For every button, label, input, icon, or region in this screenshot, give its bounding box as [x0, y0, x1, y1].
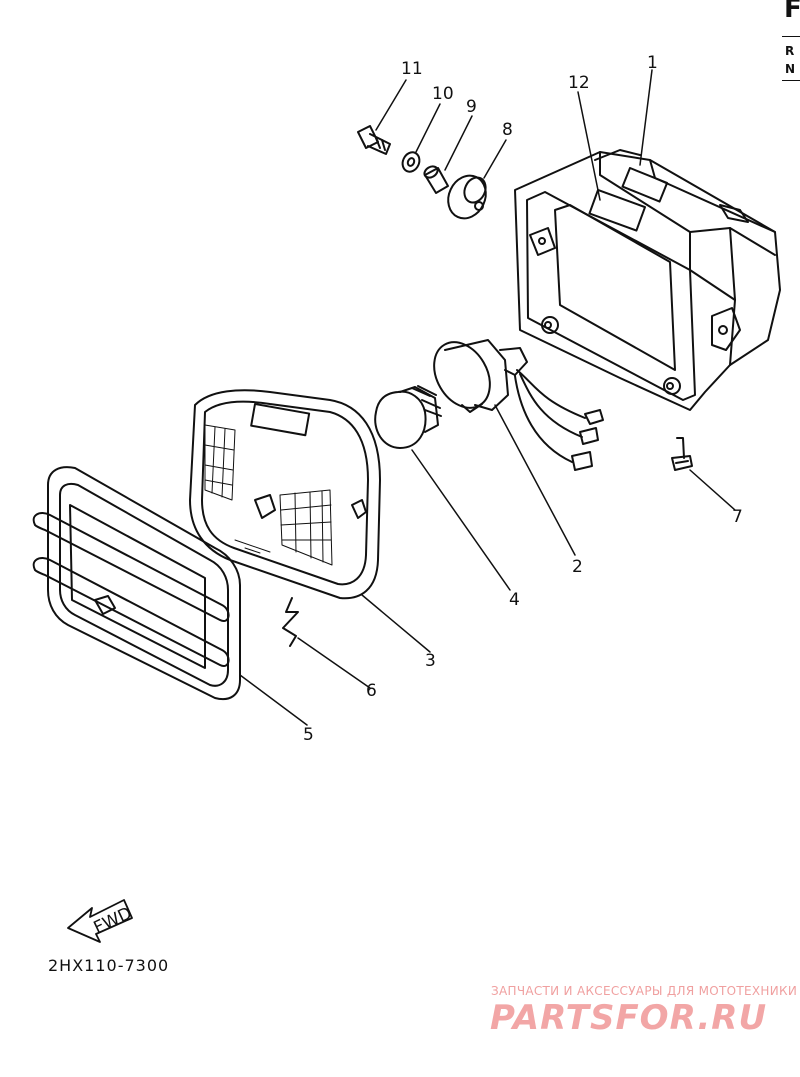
callout-labels: 1 2 3 4 5 6 7 8 9 10 11 12 FWD	[91, 53, 743, 938]
diagram-code: 2HX110-7300	[48, 956, 170, 975]
bolt	[357, 125, 391, 155]
callout-4: 4	[509, 590, 520, 610]
headlight-bulb	[374, 385, 442, 449]
callout-3: 3	[425, 651, 436, 671]
callout-2: 2	[572, 557, 583, 577]
watermark-site: PARTSFOR.RU	[490, 998, 768, 1038]
leader-lines	[239, 69, 736, 726]
callout-1: 1	[647, 53, 658, 73]
column-header-ref: R	[785, 44, 795, 58]
grommet	[447, 174, 487, 220]
callout-9: 9	[466, 97, 477, 117]
headlight-housing	[514, 149, 781, 411]
screw-7	[671, 437, 693, 471]
bulb-socket	[433, 339, 604, 471]
table-rule-2	[782, 80, 800, 81]
callout-12: 12	[568, 73, 590, 93]
headlight-lens	[189, 389, 381, 600]
callout-11: 11	[401, 59, 423, 79]
table-rule	[782, 36, 800, 37]
washer	[401, 151, 421, 173]
callout-8: 8	[502, 120, 513, 140]
table-title-fragment: F	[784, 0, 800, 24]
callout-6: 6	[366, 681, 377, 701]
callout-10: 10	[432, 84, 454, 104]
watermark-tagline: ЗАПЧАСТИ И АКСЕССУАРЫ ДЛЯ МОТОТЕХНИКИ	[491, 984, 798, 998]
headlight-guard	[32, 466, 241, 700]
column-header-no: N	[785, 62, 796, 76]
collar	[423, 165, 449, 194]
fwd-arrow	[67, 899, 133, 943]
spring-clip	[282, 597, 299, 647]
callout-5: 5	[303, 725, 314, 745]
callout-7: 7	[732, 507, 743, 527]
fwd-label: FWD	[91, 903, 135, 938]
parts-table-header-fragment: F R N	[782, 0, 800, 90]
